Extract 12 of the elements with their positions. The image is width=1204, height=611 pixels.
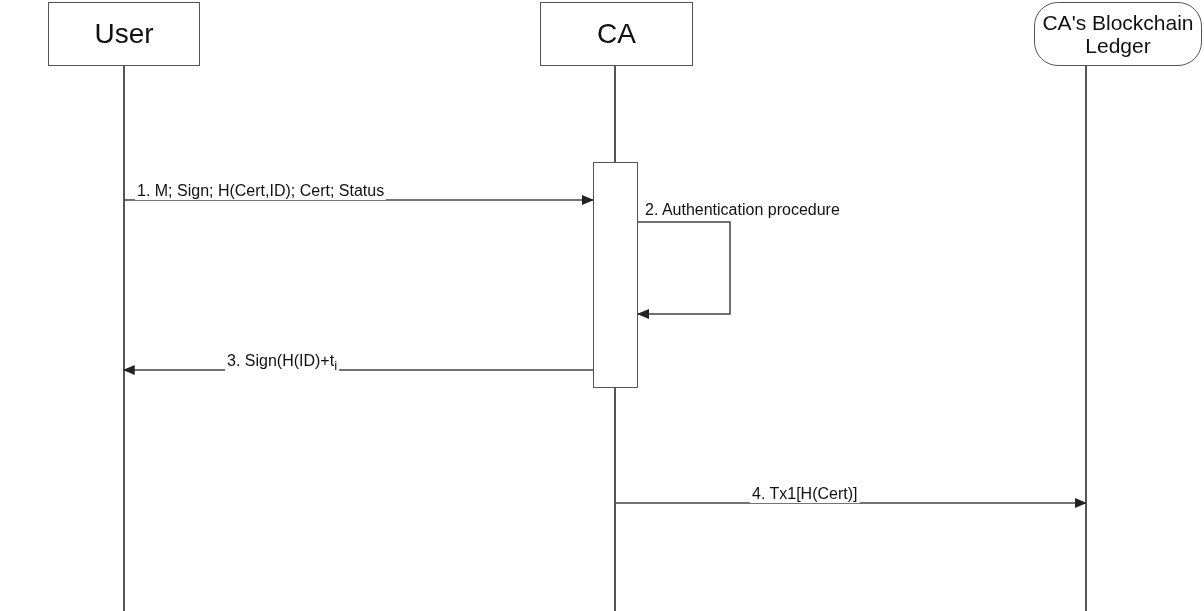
self-message-arrow bbox=[637, 221, 731, 319]
activation-bar bbox=[593, 162, 638, 388]
message-arrow bbox=[614, 498, 1087, 508]
participant-box: User bbox=[48, 2, 200, 66]
participant-rounded-box: CA's Blockchain Ledger bbox=[1034, 2, 1202, 66]
message-arrow bbox=[123, 195, 594, 205]
lifeline bbox=[123, 66, 125, 611]
participant-box: CA bbox=[540, 2, 693, 66]
message-label: 2. Authentication procedure bbox=[643, 201, 842, 219]
message-label: 4. Tx1[H(Cert)] bbox=[750, 485, 860, 503]
message-label: 1. M; Sign; H(Cert,ID); Cert; Status bbox=[135, 182, 387, 200]
lifeline bbox=[1085, 66, 1087, 611]
